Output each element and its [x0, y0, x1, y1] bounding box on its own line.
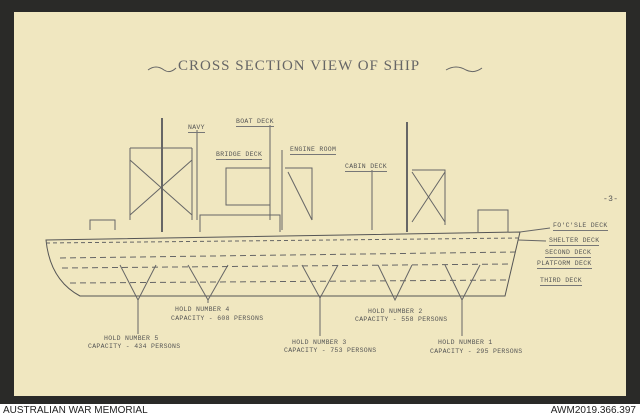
- footer: AUSTRALIAN WAR MEMORIAL AWM2019.366.397: [0, 404, 640, 418]
- label-cabin-deck: CABIN DECK: [345, 163, 388, 172]
- title-flourish-left: [147, 66, 177, 73]
- page-number: -3-: [603, 195, 619, 204]
- deck-line: [61, 263, 513, 269]
- hold-3-name: HOLD NUMBER 3: [292, 339, 347, 346]
- hold-5-capacity: CAPACITY - 434 PERSONS: [88, 343, 181, 350]
- superstructure: [89, 209, 509, 232]
- institution-label: AUSTRALIAN WAR MEMORIAL: [3, 405, 148, 416]
- deck-leader-line: [519, 227, 551, 233]
- hold-1-name: HOLD NUMBER 1: [438, 339, 493, 346]
- hold-4-capacity: CAPACITY - 608 PERSONS: [171, 315, 264, 322]
- hold-5-name: HOLD NUMBER 5: [104, 335, 159, 342]
- derrick-fore: [411, 169, 446, 225]
- title-flourish-right: [445, 66, 483, 73]
- hold-3-capacity: CAPACITY - 753 PERSONS: [284, 347, 377, 354]
- label-boat-deck: BOAT DECK: [236, 118, 274, 127]
- accession-number: AWM2019.366.397: [550, 405, 636, 416]
- deck-leader-line: [517, 239, 547, 242]
- label-bridge-deck: BRIDGE DECK: [216, 151, 263, 160]
- label-second-deck: SECOND DECK: [545, 249, 592, 258]
- deck-line: [59, 251, 516, 259]
- label-engine-room: ENGINE ROOM: [290, 146, 337, 155]
- deck-line: [69, 279, 509, 284]
- label-forecastle-deck: FO'C'SLE DECK: [553, 222, 608, 231]
- label-platform-deck: PLATFORM DECK: [537, 260, 592, 269]
- page-title: CROSS SECTION VIEW OF SHIP: [178, 58, 421, 74]
- label-shelter-deck: SHELTER DECK: [549, 237, 600, 246]
- ship-diagram: [45, 66, 551, 336]
- hold-2-name: HOLD NUMBER 2: [368, 308, 423, 315]
- label-navy: NAVY: [188, 124, 205, 133]
- hold-2-capacity: CAPACITY - 558 PERSONS: [355, 316, 448, 323]
- bridge-house: [225, 167, 271, 206]
- deck-line: [45, 237, 521, 244]
- derrick-mid: [285, 167, 313, 221]
- hold-1-capacity: CAPACITY - 295 PERSONS: [430, 348, 523, 355]
- ship-hull: [45, 231, 521, 297]
- label-third-deck: THIRD DECK: [540, 277, 583, 286]
- derrick-aft: [129, 147, 193, 220]
- hold-4-name: HOLD NUMBER 4: [175, 306, 230, 313]
